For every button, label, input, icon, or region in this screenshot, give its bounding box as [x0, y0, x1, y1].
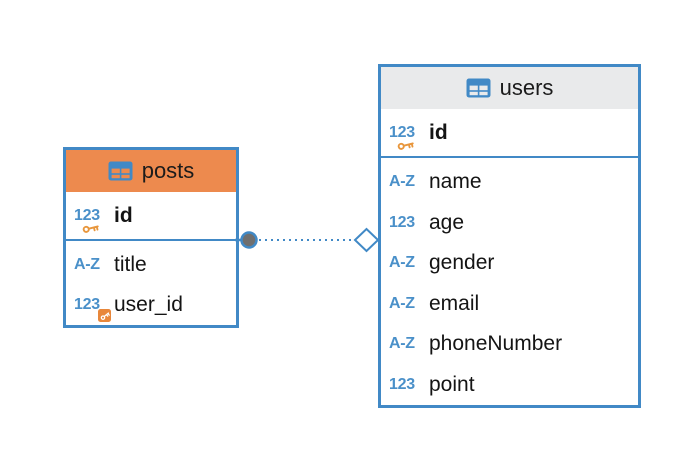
- column-name: user_id: [114, 293, 183, 316]
- primary-key-icon: [397, 142, 414, 150]
- column-type-badge: A-Z: [389, 173, 415, 191]
- users-column-phone-number[interactable]: A-Z phoneNumber: [381, 324, 638, 365]
- users-column-point[interactable]: 123 point: [381, 365, 638, 406]
- column-name: email: [429, 291, 480, 315]
- table-users[interactable]: users 123 id A-Z name 123 age A-Z gender…: [378, 64, 641, 408]
- foreign-key-icon: [98, 309, 111, 322]
- column-type-badge: 123: [389, 375, 415, 393]
- column-type-badge: A-Z: [74, 256, 100, 273]
- column-type-badge: 123: [74, 207, 105, 233]
- posts-column-user-id[interactable]: 123 user_id: [66, 285, 236, 325]
- column-name: title: [114, 253, 147, 276]
- table-icon: [108, 161, 133, 181]
- table-icon: [466, 78, 491, 98]
- relationship-endpoint-diamond[interactable]: [353, 227, 380, 253]
- column-type-badge: A-Z: [389, 254, 415, 272]
- table-posts-header[interactable]: posts: [66, 150, 236, 192]
- column-name: point: [429, 372, 475, 396]
- table-users-title: users: [499, 75, 554, 100]
- column-type-badge: 123: [389, 124, 420, 150]
- table-users-header[interactable]: users: [381, 67, 638, 109]
- relationship-endpoint-circle[interactable]: [240, 231, 258, 249]
- column-type-badge: A-Z: [389, 294, 415, 312]
- column-name: age: [429, 210, 465, 234]
- column-name: id: [429, 120, 448, 144]
- posts-column-title[interactable]: A-Z title: [66, 245, 236, 285]
- column-name: gender: [429, 251, 495, 275]
- column-type-badge: A-Z: [389, 335, 415, 353]
- column-type-badge: 123: [74, 297, 111, 322]
- column-name: id: [114, 203, 133, 227]
- primary-key-icon: [82, 225, 99, 233]
- users-column-gender[interactable]: A-Z gender: [381, 243, 638, 284]
- column-name: name: [429, 170, 482, 194]
- column-type-badge: 123: [389, 213, 415, 231]
- users-column-name[interactable]: A-Z name: [381, 162, 638, 203]
- posts-column-id[interactable]: 123 id: [66, 192, 236, 241]
- users-column-age[interactable]: 123 age: [381, 203, 638, 244]
- relationship-posts-users[interactable]: [232, 224, 384, 256]
- table-posts-title: posts: [141, 158, 195, 183]
- column-name: phoneNumber: [429, 332, 563, 356]
- users-column-email[interactable]: A-Z email: [381, 284, 638, 325]
- table-posts[interactable]: posts 123 id A-Z title 123: [63, 147, 239, 328]
- users-column-id[interactable]: 123 id: [381, 109, 638, 158]
